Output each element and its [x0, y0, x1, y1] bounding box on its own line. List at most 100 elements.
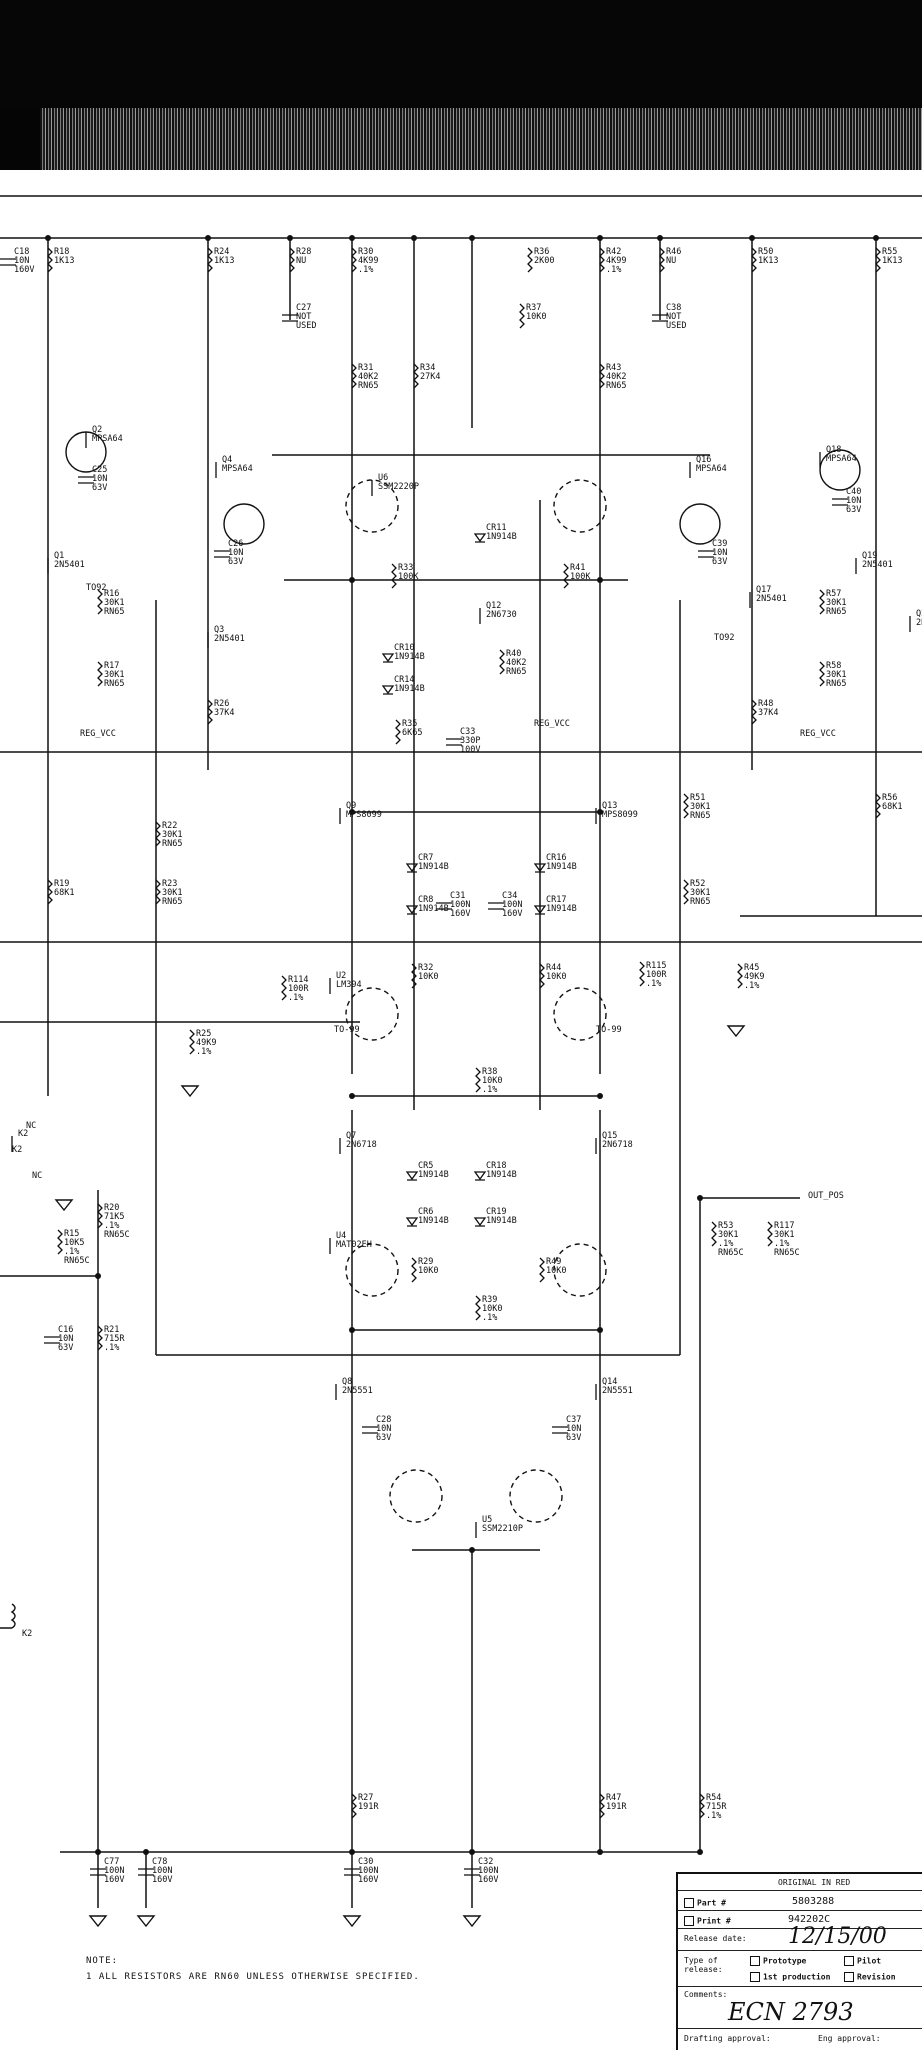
ref-label-k2: K2 [18, 1129, 28, 1139]
component-c39 [698, 550, 714, 558]
net-label-to99-2: TO-99 [596, 1025, 622, 1035]
component-c27 [282, 314, 298, 322]
tb-opt-revision: Revision [844, 1972, 896, 1982]
net-label-to99-1: TO-99 [334, 1025, 360, 1035]
component-r16 [97, 589, 103, 615]
component-c16 [44, 1336, 60, 1344]
tb-opt-prototype: Prototype [750, 1956, 806, 1966]
tb-type-label: Type of release: [684, 1956, 723, 1974]
component-r38 [475, 1067, 481, 1093]
component-r47 [599, 1793, 605, 1819]
component-r18 [47, 247, 53, 273]
tb-comments-label: Comments: [684, 1990, 728, 1999]
net-label-reg-vcc-2: REG_VCC [534, 719, 570, 729]
component-r32 [411, 963, 417, 989]
scan-edge-shadow [0, 108, 40, 170]
title-block: ORIGINAL IN RED Part # 5803288 Print # 9… [676, 1872, 922, 2050]
component-r42 [599, 247, 605, 273]
component-r21 [97, 1325, 103, 1351]
net-label-k2-1: K2 [12, 1145, 22, 1155]
component-r37 [519, 303, 525, 329]
net-label-reg-vcc-1: REG_VCC [80, 729, 116, 739]
component-cr19 [473, 1217, 487, 1227]
component-cr7 [405, 863, 419, 873]
component-c32 [464, 1868, 480, 1876]
component-cr18 [473, 1171, 487, 1181]
component-c26 [214, 550, 230, 558]
tb-opt-pilot: Pilot [844, 1956, 881, 1966]
component-r43 [599, 363, 605, 389]
tb-opt-production: 1st production [750, 1972, 830, 1982]
component-c28 [362, 1426, 378, 1434]
component-r51 [683, 793, 689, 819]
net-label-to92-2: TO92 [714, 633, 734, 643]
component-r58 [819, 661, 825, 687]
component-c40 [832, 498, 848, 506]
scan-noise-band [40, 108, 922, 170]
component-r34 [413, 363, 419, 389]
component-cr5 [405, 1171, 419, 1181]
component-r30 [351, 247, 357, 273]
component-r25 [189, 1029, 195, 1055]
tb-part-value: 5803288 [792, 1896, 835, 1907]
component-r41 [563, 563, 569, 589]
component-r40 [499, 649, 505, 675]
tb-comments-value: ECN 2793 [728, 1998, 854, 2026]
component-r52 [683, 879, 689, 905]
component-r20 [97, 1203, 103, 1229]
component-r46 [659, 247, 665, 273]
note-heading: NOTE: [86, 1956, 119, 1966]
component-r44 [539, 963, 545, 989]
component-cr16 [533, 863, 547, 873]
net-label-nc-1: NC [26, 1121, 36, 1131]
component-r50 [751, 247, 757, 273]
net-label-nc-2: NC [32, 1171, 42, 1181]
component-r54 [699, 1793, 705, 1819]
component-c30 [344, 1868, 360, 1876]
